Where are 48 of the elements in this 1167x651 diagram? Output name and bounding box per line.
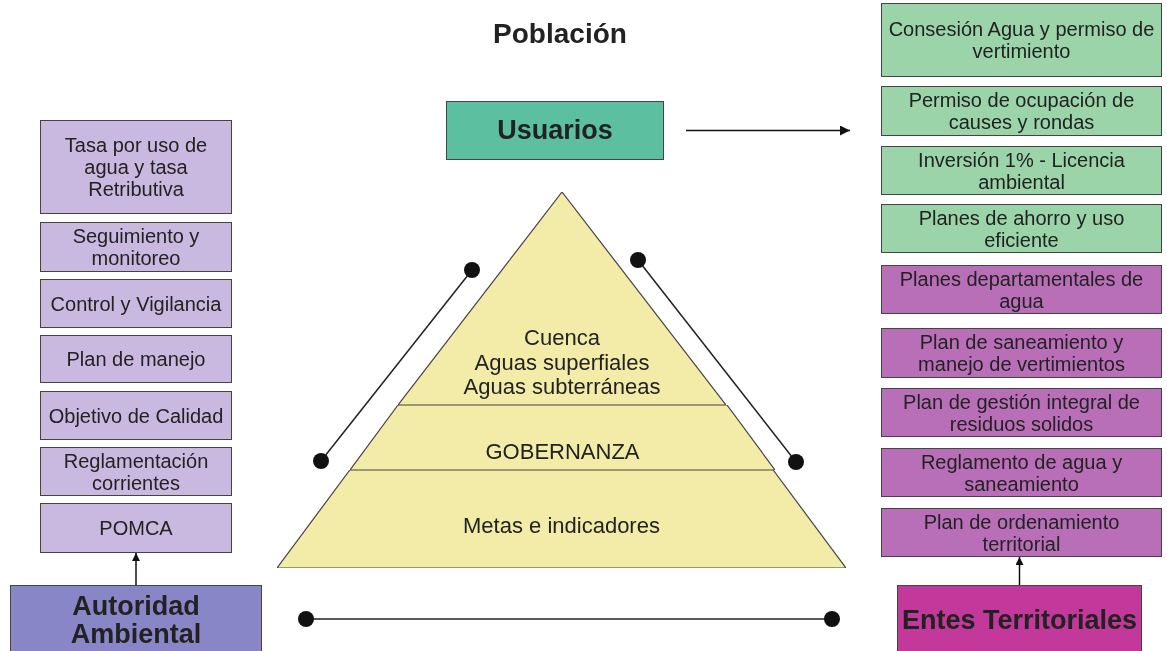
- item-box: [40, 279, 232, 328]
- item-box: [40, 391, 232, 440]
- arrow: [685, 125, 851, 136]
- item-box: [40, 503, 232, 553]
- item-box: [881, 388, 1162, 437]
- box-text: POMCA: [99, 517, 173, 539]
- actor-box: [446, 101, 664, 160]
- box-text: Entes Territoriales: [901, 605, 1138, 635]
- layer-text: Aguas subterráneas: [463, 374, 661, 399]
- box-text: Planes de ahorro y uso eficiente: [917, 206, 1126, 251]
- box-text: Planes departamentales de agua: [898, 267, 1145, 312]
- pyramid-layer: [350, 405, 775, 470]
- box-text: Control y Vigilancia: [50, 292, 222, 315]
- box-text: Autoridad Ambiental: [69, 591, 203, 649]
- box-text: Inversión 1% - Licencia ambiental: [917, 148, 1126, 193]
- arrow: [1015, 556, 1024, 586]
- item-box: [881, 3, 1162, 77]
- box-text: Seguimiento y monitoreo: [71, 225, 201, 269]
- item-box: [881, 448, 1162, 497]
- diagram-title: Población: [492, 18, 628, 50]
- item-box: [40, 222, 232, 272]
- box-text: Plan de saneamiento y manejo de vertimientos: [917, 331, 1126, 375]
- layer-text: Metas e indicadores: [463, 513, 660, 538]
- box-text: Reglamentación corrientes: [62, 449, 210, 494]
- actor-box: [10, 585, 262, 651]
- item-box: [881, 508, 1162, 557]
- layer-text: GOBERNANZA: [485, 439, 640, 464]
- item-box: [881, 204, 1162, 253]
- item-box: [40, 120, 232, 214]
- box-text: Reglamento de agua y saneamiento: [919, 450, 1124, 495]
- arrow: [132, 552, 140, 586]
- layer-text: Aguas superfiales: [474, 350, 650, 375]
- item-box: [881, 86, 1162, 136]
- box-text: Permiso de ocupación de causes y rondas: [907, 89, 1136, 133]
- item-box: [40, 335, 232, 383]
- box-text: Objetivo de Calidad: [48, 404, 224, 427]
- box-text: Consesión Agua y permiso de vertimiento: [887, 18, 1156, 62]
- box-text: Tasa por uso de agua y tasa Retributiva: [63, 134, 209, 200]
- box-text: Plan de ordenamiento territorial: [922, 510, 1121, 555]
- box-text: Usuarios: [497, 116, 613, 145]
- box-text: Plan de manejo: [66, 348, 206, 370]
- layer-text: Cuenca: [524, 326, 600, 351]
- item-box: [881, 146, 1162, 195]
- actor-box: [897, 585, 1142, 651]
- box-text: Plan de gestión integral de residuos solidos: [902, 390, 1141, 435]
- item-box: [881, 328, 1162, 378]
- item-box: [881, 265, 1162, 314]
- item-box: [40, 447, 232, 496]
